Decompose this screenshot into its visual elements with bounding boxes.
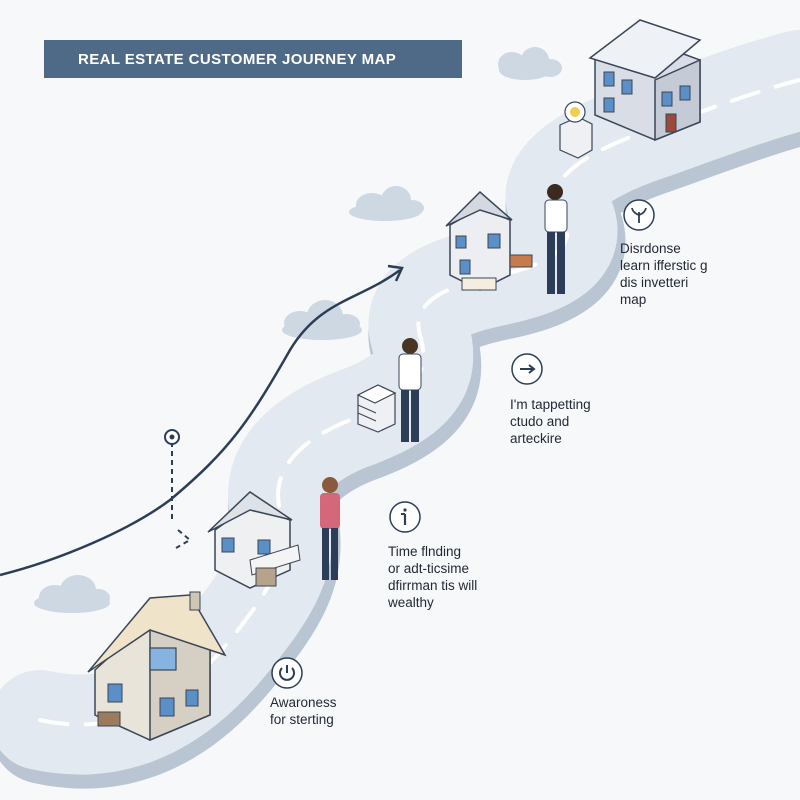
- journey-path-highlight: [38, 78, 800, 727]
- stage-awareness-text: Awaroness for sterting: [270, 694, 337, 728]
- arrow-icon: [511, 353, 543, 385]
- cloud-top-right: [498, 47, 562, 80]
- sprout-icon: [623, 199, 655, 231]
- person-1: [320, 477, 340, 580]
- stage-line: I'm tappetting: [510, 397, 591, 412]
- stage-line: dis invetteri: [620, 275, 689, 290]
- info-icon: [389, 501, 421, 533]
- person-2: [398, 338, 422, 442]
- stage-line: dfirrman tis will: [388, 578, 478, 593]
- house-tappetting: [445, 190, 533, 291]
- stage-line: for sterting: [270, 712, 334, 727]
- person-3: [544, 184, 568, 294]
- stage-line: ctudo and: [510, 414, 570, 429]
- stage-line: arteckire: [510, 431, 562, 446]
- stage-line: Disrdonse: [620, 241, 681, 256]
- progress-arrowhead: [387, 264, 404, 282]
- progress-line: [0, 268, 401, 577]
- stage-line: wealthy: [388, 595, 434, 610]
- progress-dashed-line: [171, 442, 192, 549]
- house-awareness: [87, 591, 227, 742]
- cloud-mid: [349, 186, 424, 221]
- page-title: REAL ESTATE CUSTOMER JOURNEY MAP: [78, 50, 397, 68]
- power-icon: [271, 657, 303, 689]
- stage-line: learn ifferstic g: [620, 258, 708, 273]
- cloud-bottom-left: [34, 575, 110, 613]
- stage-disrdonse-text: Disrdonse learn ifferstic g dis invetter…: [620, 240, 708, 308]
- document-stack: [356, 384, 397, 433]
- house-finding: [207, 491, 301, 589]
- title-bar: REAL ESTATE CUSTOMER JOURNEY MAP: [44, 40, 462, 78]
- stage-line: Time flnding: [388, 544, 462, 559]
- stage-line: or adt-ticsime: [388, 561, 470, 576]
- pin-icon: [164, 429, 180, 445]
- cloud-left: [282, 300, 362, 340]
- house-goal: [588, 19, 702, 142]
- stage-line: map: [620, 292, 647, 307]
- stage-finding-text: Time flnding or adt-ticsime dfirrman tis…: [388, 543, 477, 611]
- stage-line: Awaroness: [270, 695, 337, 710]
- lightbulb-box: [559, 101, 593, 159]
- stage-tappetting-text: I'm tappetting ctudo and arteckire: [510, 396, 591, 447]
